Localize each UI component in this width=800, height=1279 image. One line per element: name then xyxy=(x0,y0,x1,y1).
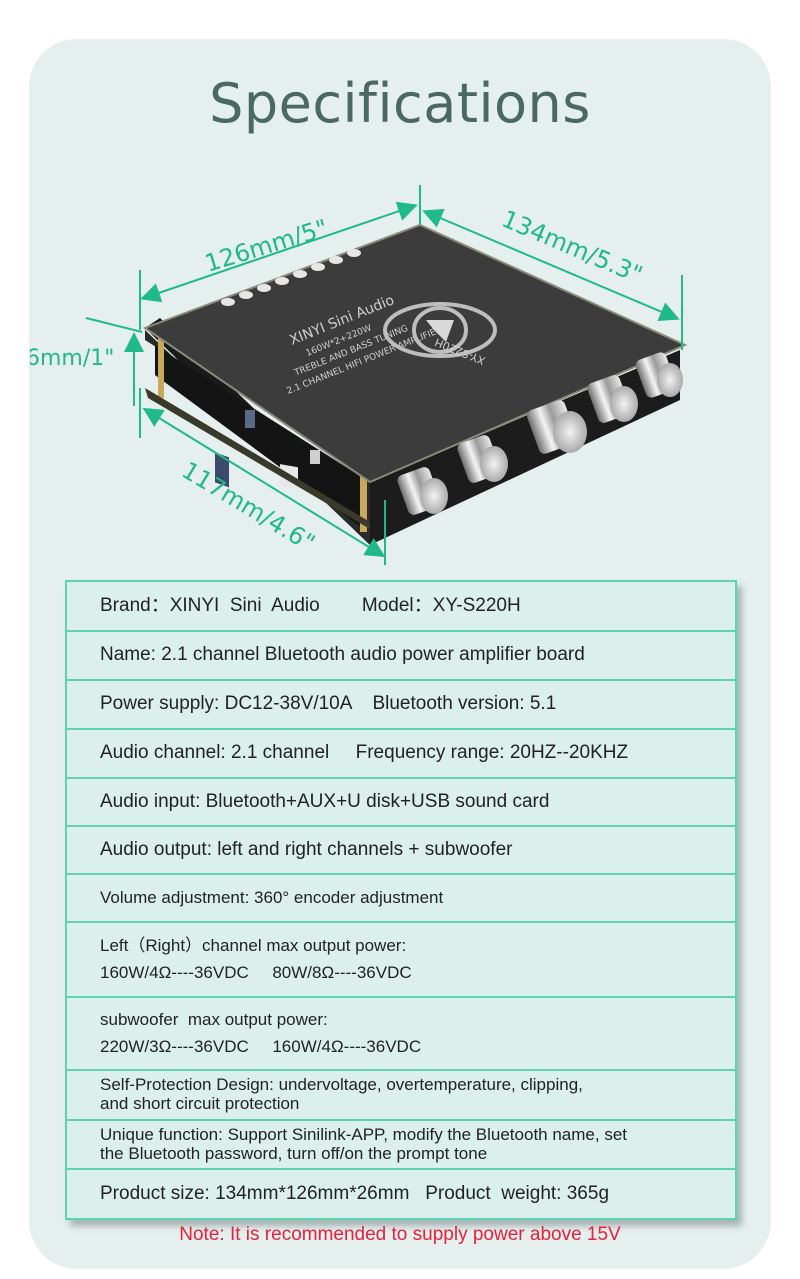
spec-row-size-weight: Product size: 134mm*126mm*26mm Product w… xyxy=(67,1170,735,1218)
product-image: XINYI Sini Audio 160W*2+220W TREBLE AND … xyxy=(30,185,688,565)
page-title: Specifications xyxy=(209,72,591,135)
dimension-height: 26mm/1" xyxy=(30,346,114,371)
spec-text: Audio output: left and right channels + … xyxy=(100,838,513,860)
spec-row-name: Name: 2.1 channel Bluetooth audio power … xyxy=(67,632,735,681)
spec-row-audio-output: Audio output: left and right channels + … xyxy=(67,827,735,875)
spec-row-protection: Self-Protection Design: undervoltage, ov… xyxy=(67,1071,735,1121)
dimension-lines xyxy=(85,185,683,565)
spec-text: Self-Protection Design: undervoltage, ov… xyxy=(100,1075,583,1095)
knob xyxy=(635,352,683,398)
spec-text: Brand：XINYI Sini Audio Model：XY-S220H xyxy=(100,594,521,616)
spec-text: 220W/3Ω----36VDC 160W/4Ω----36VDC xyxy=(100,1036,422,1056)
spec-text: Audio channel: 2.1 channel Frequency ran… xyxy=(100,742,629,764)
knob xyxy=(587,375,638,423)
knob xyxy=(397,467,448,515)
spec-row-audio-input: Audio input: Bluetooth+AUX+U disk+USB so… xyxy=(67,779,735,827)
spec-text: Product size: 134mm*126mm*26mm Product w… xyxy=(100,1182,610,1204)
spec-text: Left（Right）channel max output power: xyxy=(100,936,407,956)
spec-text: Unique function: Support Sinilink-APP, m… xyxy=(100,1124,627,1144)
spec-row-subwoofer-power: subwoofer max output power: 220W/3Ω----3… xyxy=(67,998,735,1071)
spec-text: and short circuit protection xyxy=(100,1094,300,1113)
spec-text: 160W/4Ω----36VDC 80W/8Ω----36VDC xyxy=(100,962,412,982)
spec-table: Brand：XINYI Sini Audio Model：XY-S220H Na… xyxy=(65,580,737,1220)
knob xyxy=(457,435,508,483)
spec-text: Audio input: Bluetooth+AUX+U disk+USB so… xyxy=(100,790,550,812)
spec-text: Volume adjustment: 360° encoder adjustme… xyxy=(100,887,444,907)
spec-row-volume: Volume adjustment: 360° encoder adjustme… xyxy=(67,875,735,923)
knob xyxy=(527,400,587,454)
spec-row-audio-channel: Audio channel: 2.1 channel Frequency ran… xyxy=(67,730,735,779)
spec-row-unique-function: Unique function: Support Sinilink-APP, m… xyxy=(67,1121,735,1170)
spec-row-lr-power: Left（Right）channel max output power: 160… xyxy=(67,923,735,998)
spec-text: the Bluetooth password, turn off/on the … xyxy=(100,1143,488,1163)
spec-text: Name: 2.1 channel Bluetooth audio power … xyxy=(100,644,585,666)
spec-row-brand-model: Brand：XINYI Sini Audio Model：XY-S220H xyxy=(67,582,735,632)
spec-text: subwoofer max output power: xyxy=(100,1010,328,1030)
spec-text: Power supply: DC12-38V/10A Bluetooth ver… xyxy=(100,693,557,715)
power-note: Note: It is recommended to supply power … xyxy=(179,1224,621,1245)
spec-row-power-supply: Power supply: DC12-38V/10A Bluetooth ver… xyxy=(67,681,735,730)
